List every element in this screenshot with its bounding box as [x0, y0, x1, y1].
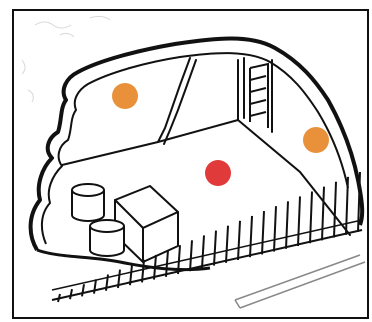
- ground-ramp: [234, 254, 366, 309]
- orange-dot-right: [303, 127, 329, 153]
- rock-outline: [28, 36, 365, 272]
- fence-post: [309, 191, 313, 244]
- fence-post: [201, 235, 205, 269]
- fence-post: [117, 269, 121, 289]
- fence-post: [261, 210, 265, 255]
- fence-post: [153, 254, 157, 280]
- fence-post: [81, 284, 85, 297]
- frame-border: [12, 9, 369, 319]
- fence-post: [129, 264, 133, 286]
- chamber-lines: [61, 57, 351, 236]
- fence-post: [273, 206, 277, 252]
- fence-post: [225, 225, 229, 263]
- fence-post: [321, 186, 325, 241]
- barrel-upper: [71, 183, 105, 222]
- fence-post: [285, 201, 289, 249]
- fence-post: [357, 171, 361, 233]
- orange-dot-upper-left: [112, 83, 138, 109]
- fence-post: [141, 259, 145, 283]
- feeder-box: [114, 185, 179, 263]
- fence-post: [333, 181, 337, 238]
- barrel-lower: [89, 219, 125, 257]
- fence-post: [297, 196, 301, 247]
- fence-post: [213, 230, 217, 266]
- fence-post: [57, 293, 61, 303]
- stairs: [249, 62, 269, 128]
- fence-post: [237, 220, 241, 261]
- fence-post: [177, 245, 181, 275]
- red-dot-center: [205, 160, 231, 186]
- fence-post: [69, 288, 73, 300]
- fence: [51, 171, 363, 303]
- fence-post: [165, 250, 169, 277]
- fence-post: [249, 215, 253, 258]
- fence-post: [345, 176, 349, 235]
- fence-post: [189, 240, 193, 272]
- background-scribbles: [21, 15, 111, 103]
- fence-post: [93, 279, 97, 294]
- fence-post: [105, 274, 109, 291]
